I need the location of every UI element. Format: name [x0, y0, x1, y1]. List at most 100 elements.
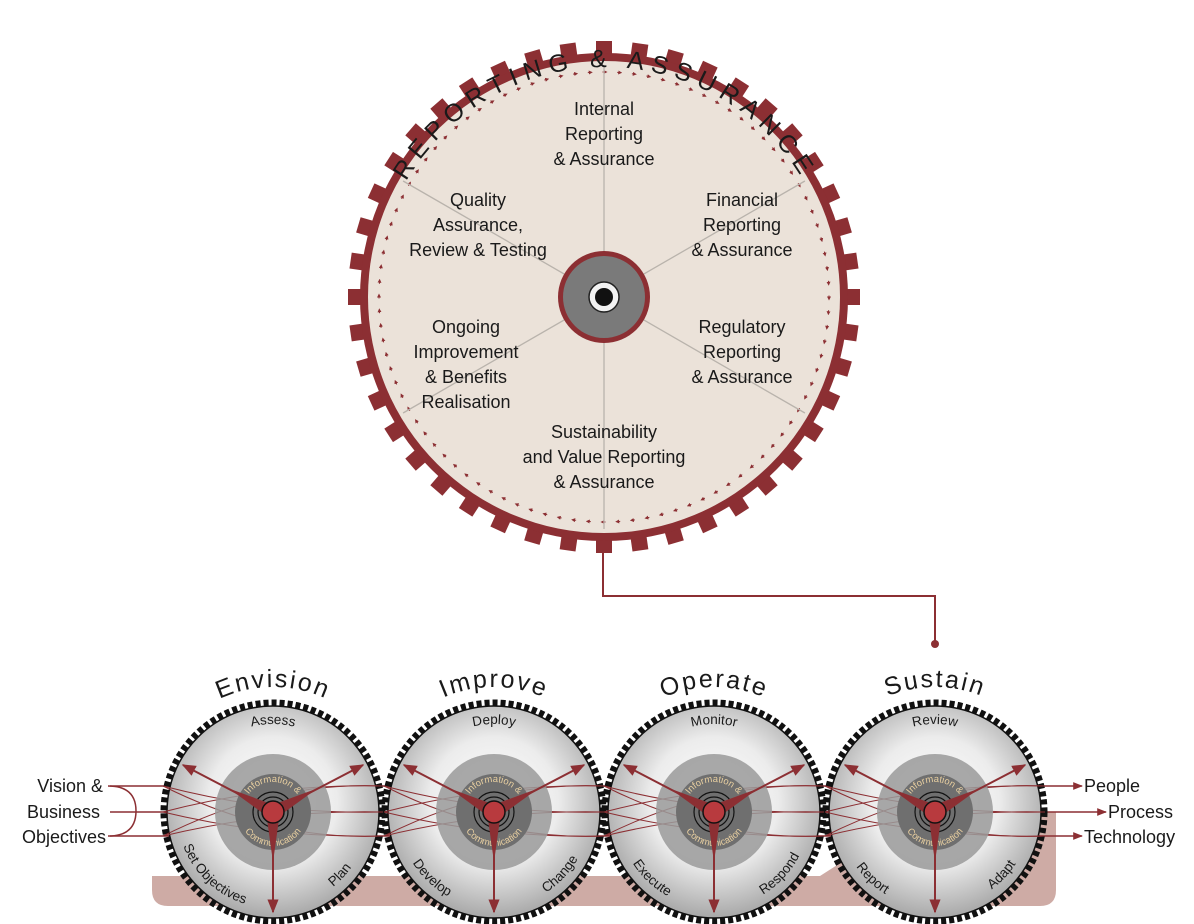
wheel-tooth — [803, 421, 824, 443]
wheel-tick — [394, 379, 399, 385]
wheel-tooth — [349, 323, 366, 342]
output-process: Process — [1108, 802, 1173, 822]
wheel-tick — [726, 482, 731, 487]
wheel-tooth — [430, 474, 452, 496]
wheel-tick — [700, 496, 706, 501]
wheel-tooth — [384, 151, 405, 173]
wheel-tick — [516, 87, 522, 92]
wheel-tick — [381, 249, 386, 255]
wheel-ticks — [377, 70, 831, 524]
wheel-tooth — [405, 123, 427, 145]
wheel-tick — [400, 393, 405, 399]
wheel-tick — [453, 125, 459, 130]
wheel-tick — [809, 209, 814, 215]
gear-row: Information &CommunicationEnvisionAssess… — [110, 665, 1107, 924]
wheel-tick — [388, 221, 393, 227]
inputs-bracket — [107, 785, 137, 837]
wheel-tooth — [559, 535, 578, 552]
wheel-tick — [514, 503, 520, 507]
gear-center — [482, 800, 506, 824]
wheel-tick — [780, 158, 785, 163]
gear-title: Operate — [656, 665, 772, 703]
wheel-tooth — [384, 421, 405, 443]
wheel-tick — [822, 339, 827, 345]
wheel-tooth — [349, 252, 366, 271]
wheel-tick — [674, 81, 680, 86]
wheel-tick — [646, 74, 652, 79]
wheel-tick — [810, 381, 814, 387]
wheel-tooth — [596, 41, 612, 55]
wheel-tooth — [430, 98, 452, 120]
wheel-tooth — [756, 474, 778, 496]
wheel-tooth — [559, 42, 578, 59]
wheel-tick — [789, 420, 794, 425]
gear-label-top: Deploy — [471, 712, 518, 729]
wheel-tick — [815, 223, 819, 228]
wheel-hub-center — [595, 288, 613, 306]
output-people: People — [1084, 776, 1140, 796]
gear-blade — [266, 812, 280, 862]
wheel-tick — [780, 432, 785, 437]
gear-label-top: Review — [911, 712, 960, 730]
gear-center — [261, 800, 285, 824]
wheel-tooth — [803, 151, 824, 173]
wheel-tick — [389, 366, 393, 371]
wheel-tick — [771, 146, 776, 152]
gear: Information &CommunicationSustainReviewR… — [822, 665, 1048, 924]
wheel-tick — [803, 195, 808, 201]
wheel-tick — [688, 87, 694, 91]
wheel-tooth — [405, 449, 427, 471]
wheel-tick — [465, 116, 470, 121]
wheel-tick — [394, 207, 398, 213]
wheel-tick — [819, 353, 824, 359]
wheel-tick — [433, 146, 438, 151]
wheel-tick — [658, 512, 664, 517]
wheel-tick — [738, 473, 743, 478]
wheel-tooth — [630, 535, 649, 552]
wheel-tick — [819, 237, 824, 243]
wheel-tooth — [781, 449, 803, 471]
wheel-tick — [770, 443, 775, 448]
wheel-tick — [558, 74, 564, 79]
base-band — [152, 812, 1056, 906]
wheel-tick — [714, 100, 720, 104]
wheel-tick — [464, 473, 469, 478]
wheel-tick — [530, 82, 535, 86]
wheel-tick — [423, 157, 428, 162]
wheel-tick — [760, 454, 765, 459]
wheel-tick — [384, 351, 389, 357]
wheel-tick — [414, 419, 419, 424]
wheel-tooth — [781, 123, 803, 145]
wheel-tick — [713, 489, 719, 494]
wheel-tick — [815, 367, 820, 373]
gear: Information &CommunicationImproveDeployD… — [381, 665, 607, 924]
wheel-tick — [750, 126, 755, 131]
wheel-tick — [501, 497, 507, 501]
gear-blade — [928, 812, 942, 862]
gear-blade — [487, 812, 501, 862]
wheel-tick — [423, 431, 428, 436]
wheel-tick — [381, 337, 386, 343]
wheel-tick — [644, 515, 650, 520]
input-line-3: Objectives — [22, 827, 106, 847]
wheel-tick — [727, 107, 732, 112]
gear-center — [923, 800, 947, 824]
wheel-tick — [542, 512, 548, 517]
wheel-tooth — [458, 77, 480, 98]
wheel-tick — [488, 490, 494, 494]
wheel-tick — [432, 442, 437, 448]
wheel-tick — [453, 463, 458, 468]
wheel-tick — [673, 508, 678, 512]
wheel-tooth — [728, 77, 750, 98]
wheel-tick — [544, 77, 550, 82]
wheel-tooth — [842, 252, 859, 271]
wheel-tick — [528, 508, 534, 513]
